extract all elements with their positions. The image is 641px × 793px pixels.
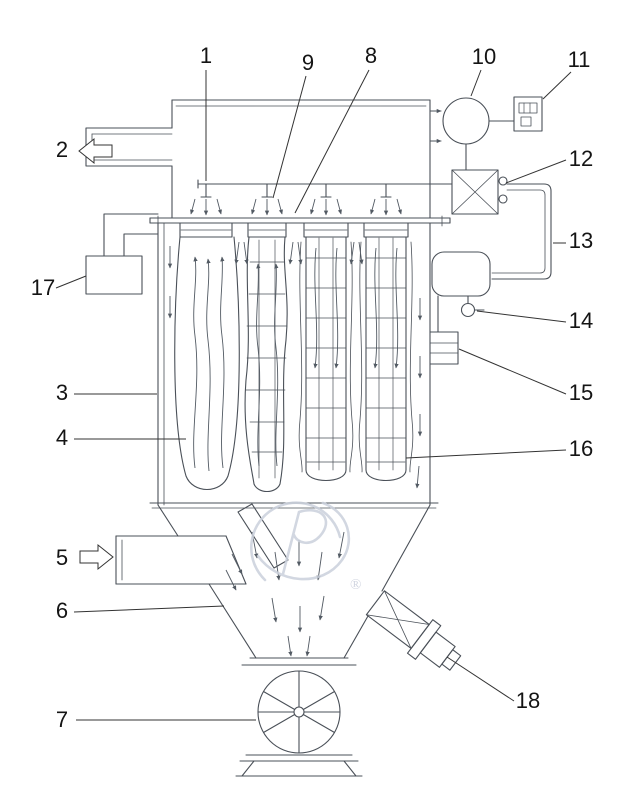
label-17: 17 [31, 275, 55, 300]
label-14: 14 [569, 308, 593, 333]
compressed-air-pipe [491, 183, 552, 280]
label-18: 18 [516, 688, 540, 713]
registered-mark: ® [350, 577, 361, 593]
label-15: 15 [569, 380, 593, 405]
inlet-duct [115, 535, 247, 585]
bag-4-cage-grid [365, 237, 407, 471]
airflow-arrows [167, 198, 423, 657]
rotary-valve [235, 657, 363, 777]
leader-9 [272, 75, 307, 199]
filter-chamber-walls [149, 222, 439, 509]
inlet-flow-arrow [79, 543, 114, 571]
label-16: 16 [569, 436, 593, 461]
label-6: 6 [56, 598, 68, 623]
leader-6 [73, 605, 225, 613]
pulse-valve-assembly [451, 169, 508, 215]
discharge-conveyor [365, 590, 462, 671]
filter-bag-3 [298, 222, 354, 481]
label-12: 12 [569, 146, 593, 171]
leader-16 [405, 449, 567, 459]
pulse-air-tank [442, 97, 490, 171]
label-9: 9 [302, 50, 314, 75]
leader-lines [55, 69, 572, 721]
pulse-valve-tank [431, 251, 491, 333]
label-3: 3 [56, 380, 68, 405]
label-2: 2 [56, 137, 68, 162]
inlet-baffle [237, 503, 289, 569]
label-1: 1 [200, 43, 212, 68]
filter-bag-4 [358, 222, 414, 481]
leader-11 [542, 71, 572, 100]
leader-12 [505, 159, 567, 184]
leader-17 [55, 275, 87, 289]
filter-bag-2 [244, 222, 288, 493]
label-4: 4 [56, 425, 68, 450]
leader-15 [458, 348, 567, 395]
label-5: 5 [56, 545, 68, 570]
tank-connection-stubs [429, 108, 442, 144]
number-labels: 1 2 3 4 5 6 7 8 9 10 11 12 13 14 15 16 1… [31, 43, 593, 732]
pulse-blowpipe [197, 179, 453, 198]
leader-8 [294, 69, 370, 214]
label-13: 13 [569, 228, 593, 253]
side-access-box [429, 331, 459, 365]
leader-18 [446, 656, 515, 702]
pulse-controller [488, 96, 543, 132]
watermark-logo: ® [250, 501, 361, 593]
bag-2-cage-grid [245, 239, 288, 479]
leader-10 [470, 69, 482, 97]
filter-bag-1 [174, 222, 240, 490]
label-11: 11 [568, 47, 591, 72]
clean-air-plenum [171, 99, 431, 219]
label-10: 10 [472, 44, 496, 69]
leader-14 [476, 310, 567, 323]
label-8: 8 [365, 43, 377, 68]
tube-sheet [149, 215, 451, 227]
machine-linework [85, 96, 552, 777]
pressure-gauge-box [85, 213, 159, 295]
outlet-flow-arrow [78, 137, 113, 165]
bag-3-cage-grid [305, 237, 347, 471]
label-7: 7 [56, 707, 68, 732]
